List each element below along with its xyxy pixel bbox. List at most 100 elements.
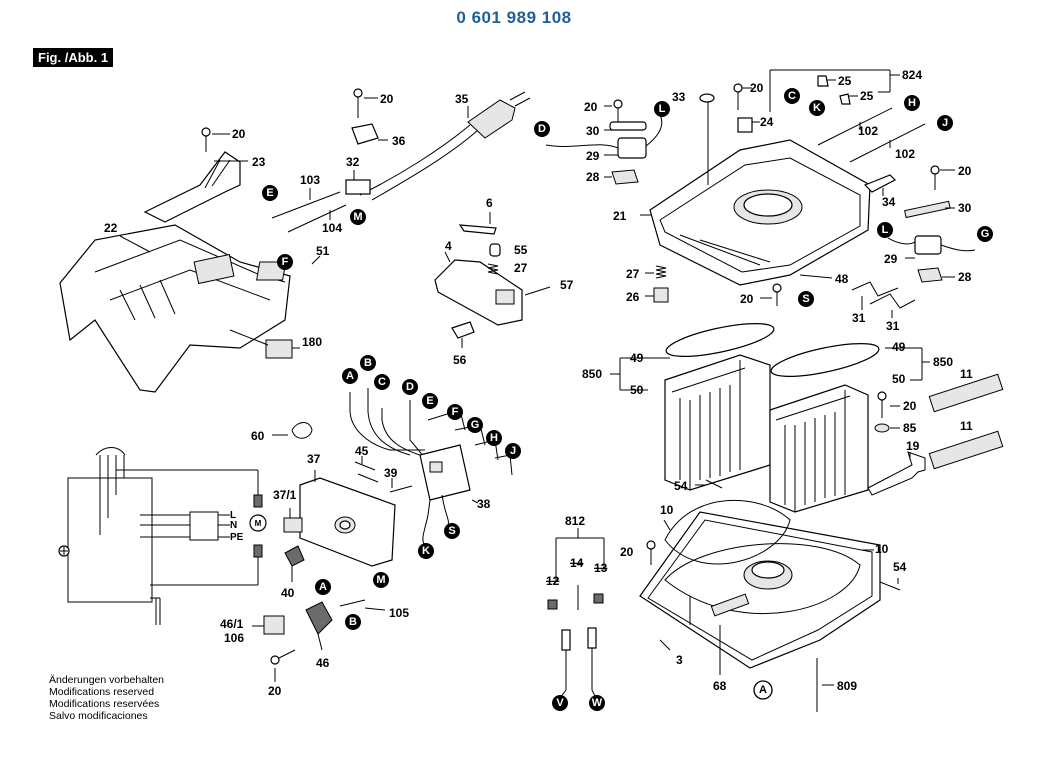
part-13 [593,593,604,604]
callout-50: 50 [892,372,906,386]
svg-text:W: W [592,697,603,709]
spring-27 [487,263,499,275]
callout-46-1: 46/1 [220,617,244,631]
badge-H: H [904,95,920,111]
svg-text:M: M [353,211,362,223]
callout-106: 106 [224,631,244,645]
callout-20: 20 [903,399,917,413]
switch-46 [305,601,333,635]
disclaimer-notes: Änderungen vorbehalten Modifications res… [49,674,164,722]
svg-text:K: K [422,545,430,557]
part-number-title: 0 601 989 108 [456,8,572,27]
svg-text:F: F [452,406,459,418]
callout-11: 11 [960,419,973,433]
switch-assembly [434,212,551,348]
connection-badges: E F M D L C K H J G L S A B C D E F G H … [262,88,993,711]
label-46-1 [263,615,285,635]
callout-102: 102 [858,124,878,138]
callout-14: 14 [570,556,584,570]
cover-22 [59,224,291,393]
badge-G: G [467,417,483,433]
strip-30b [904,200,951,219]
callout-labels: 20 23 22 20 36 35 32 103 104 51 180 6 4 … [104,68,973,698]
svg-text:A: A [759,684,767,696]
svg-text:K: K [813,102,821,114]
schematic-motor: M [255,519,262,528]
callout-104: 104 [322,221,342,235]
svg-text:B: B [364,357,372,369]
callout-30: 30 [958,201,972,215]
callout-6: 6 [486,196,493,210]
svg-text:C: C [378,376,386,388]
svg-text:A: A [346,370,354,382]
callout-12: 12 [546,574,560,588]
callout-40: 40 [281,586,295,600]
electronics-assembly [252,388,513,682]
callout-49: 49 [892,340,906,354]
badge-C: C [784,88,800,104]
callout-10: 10 [660,503,674,517]
callout-29: 29 [884,252,898,266]
note-fr: Modifications reservées [49,698,160,710]
gasket-49b [770,343,880,377]
handle-23 [143,151,241,223]
callout-54: 54 [674,479,688,493]
callout-20: 20 [380,92,394,106]
filter-50a [664,354,771,491]
base-housing-3 [547,499,901,712]
svg-text:L: L [882,224,889,236]
callout-19: 19 [906,439,920,453]
badge-L: L [877,222,893,238]
callout-24: 24 [760,115,774,129]
callout-3: 3 [676,653,683,667]
connector-32 [345,179,371,195]
callout-51: 51 [316,244,330,258]
callout-33: 33 [672,90,686,104]
callout-54: 54 [893,560,907,574]
callout-34: 34 [882,195,896,209]
badge-K: K [418,543,434,559]
callout-46: 46 [316,656,330,670]
callout-48: 48 [835,272,849,286]
callout-30: 30 [586,124,600,138]
callout-32: 32 [346,155,360,169]
pin-45b [357,473,379,483]
foam-11a [928,373,1004,413]
cover-assembly [59,127,321,393]
screw-39 [389,485,413,493]
svg-text:J: J [942,117,948,129]
badge-D: D [402,379,418,395]
callout-37-1: 37/1 [273,488,297,502]
schematic-PE: PE [230,532,244,543]
clip-24 [737,117,753,133]
note-en: Modifications reserved [49,686,155,698]
badge-D: D [534,121,550,137]
badge-F: F [447,404,463,420]
svg-text:E: E [266,187,273,199]
callout-27: 27 [514,261,528,275]
washer-33 [699,93,715,103]
svg-text:S: S [448,525,455,537]
wiring-schematic: L N PE M [58,447,267,625]
pin-45a [354,461,376,471]
callout-28: 28 [586,170,600,184]
callout-20: 20 [268,684,282,698]
callout-49: 49 [630,351,644,365]
callout-60: 60 [251,429,265,443]
capacitor-29a [617,137,647,159]
callout-29: 29 [586,149,600,163]
callout-850: 850 [582,367,602,381]
badge-K: K [809,100,825,116]
screw-20 [201,127,211,152]
bracket-30a [609,121,647,131]
callout-39: 39 [384,466,398,480]
badge-G: G [977,226,993,242]
svg-text:G: G [471,419,480,431]
schematic-N: N [230,520,237,531]
callout-20: 20 [620,545,634,559]
switch-housing-4 [434,259,523,326]
badge-F: F [277,254,293,270]
knob-56 [451,321,475,339]
svg-text:S: S [802,293,809,305]
badge-H: H [486,430,502,446]
